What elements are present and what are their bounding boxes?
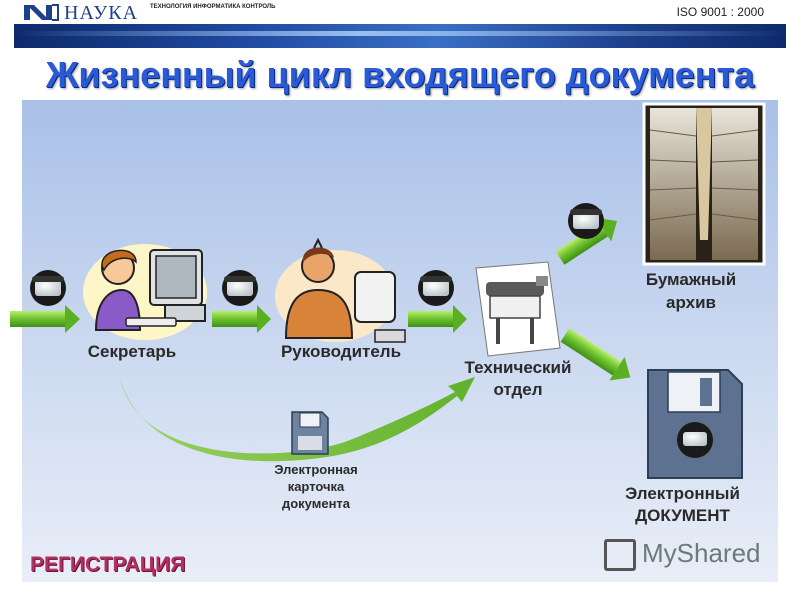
phone-icon bbox=[568, 203, 604, 239]
electronic-document-label: Электронный ДОКУМЕНТ bbox=[610, 483, 755, 527]
floppy-disk-icon bbox=[647, 369, 743, 479]
presentation-icon bbox=[604, 539, 636, 572]
paper-archive-label: Бумажный архив bbox=[626, 268, 756, 314]
iso-standard: ISO 9001 : 2000 bbox=[676, 5, 764, 19]
edoc-label-line2: ДОКУМЕНТ bbox=[635, 506, 730, 525]
tech-label-line2: отдел bbox=[493, 380, 543, 399]
phone-icon bbox=[222, 270, 258, 306]
header-band bbox=[14, 24, 786, 48]
watermark: MyShared bbox=[604, 538, 761, 572]
logo-text: НАУКА bbox=[64, 2, 139, 24]
card-label-line2: карточка bbox=[287, 479, 345, 494]
edoc-label-line1: Электронный bbox=[625, 484, 740, 503]
arrow-registration-curve bbox=[120, 377, 475, 462]
nauka-logo-icon bbox=[24, 4, 59, 21]
arrow-tech-edoc bbox=[560, 328, 631, 381]
tagline: ТЕХНОЛОГИЯ ИНФОРМАТИКА КОНТРОЛЬ bbox=[150, 4, 276, 10]
phone-icon bbox=[30, 270, 66, 306]
paper-label-line2: архив bbox=[666, 293, 716, 312]
secretary-label: Секретарь bbox=[87, 342, 177, 361]
watermark-text: MyShared bbox=[642, 538, 761, 568]
secretary-icon bbox=[83, 244, 207, 340]
paper-archive-image bbox=[642, 102, 766, 266]
page-title: Жизненный цикл входящего документа bbox=[45, 54, 755, 95]
card-label-line3: документа bbox=[281, 496, 351, 511]
small-floppy-icon bbox=[291, 411, 329, 455]
stage-label: РЕГИСТРАЦИЯ bbox=[30, 553, 186, 576]
tech-label-line1: Технический bbox=[464, 358, 572, 377]
arrow-manager-tech bbox=[408, 305, 467, 333]
manager-icon bbox=[275, 237, 406, 343]
plotter-icon bbox=[475, 261, 561, 357]
arrow-secretary-manager bbox=[212, 305, 271, 333]
tech-department-label: Технический отдел bbox=[448, 357, 588, 401]
manager-label: Руководитель bbox=[280, 342, 402, 361]
phone-icon bbox=[418, 270, 454, 306]
arrow-in bbox=[10, 305, 80, 333]
card-label-line1: Электронная bbox=[274, 462, 358, 477]
electronic-card-label: Электронная карточка документа bbox=[246, 461, 386, 512]
paper-label-line1: Бумажный bbox=[645, 270, 737, 289]
